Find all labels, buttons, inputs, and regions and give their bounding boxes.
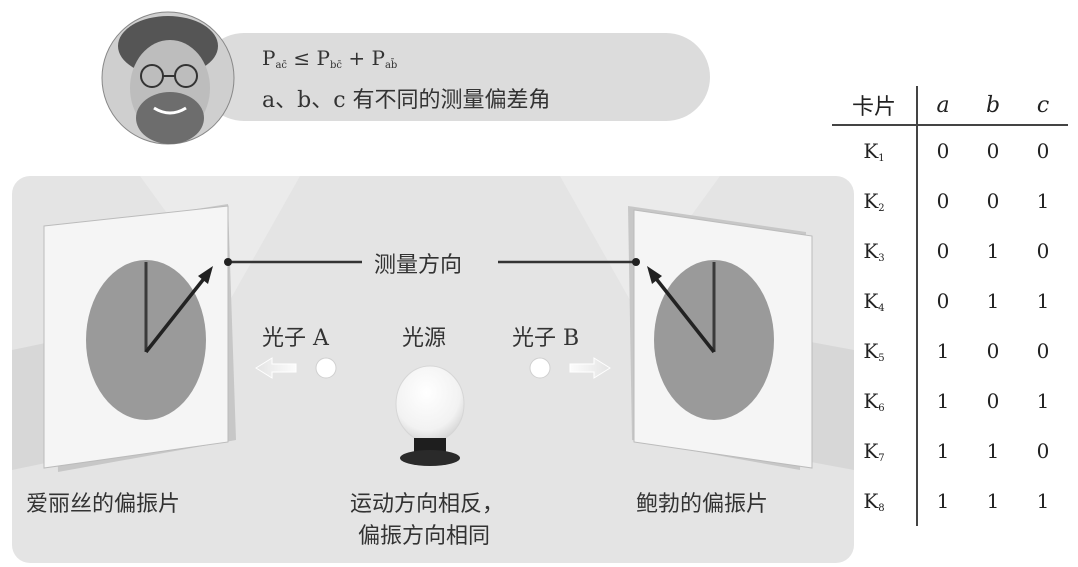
cell: 1 — [986, 489, 1000, 513]
cell: 0 — [936, 289, 950, 313]
card-name: K6 — [832, 376, 918, 426]
photon-a-label: 光子 A — [262, 326, 329, 351]
cell: 1 — [936, 339, 950, 363]
table-row: K6 1 0 1 — [832, 376, 1068, 426]
card-name: K2 — [832, 176, 918, 226]
bob-polarizer-label: 鲍勃的偏振片 — [636, 492, 769, 517]
card-name: K5 — [832, 326, 918, 376]
cell: 0 — [1036, 439, 1050, 463]
speech-bubble — [200, 33, 710, 121]
caption-line-1: 运动方向相反， — [350, 492, 505, 517]
cell: 1 — [1036, 289, 1050, 313]
measure-direction-line — [224, 258, 640, 266]
cell: 1 — [1036, 389, 1050, 413]
cell: 1 — [936, 489, 950, 513]
cell: 0 — [936, 239, 950, 263]
header-card: 卡片 — [832, 86, 918, 126]
cell: 0 — [986, 339, 1000, 363]
bubble-note: a、b、c 有不同的测量偏差角 — [262, 88, 551, 113]
card-name: K8 — [832, 476, 918, 526]
table-row: K2 0 0 1 — [832, 176, 1068, 226]
cell: 1 — [936, 389, 950, 413]
table-row: K5 1 0 0 — [832, 326, 1068, 376]
cell: 0 — [986, 389, 1000, 413]
alice-polarizer-label: 爱丽丝的偏振片 — [26, 492, 181, 517]
cell: 0 — [986, 139, 1000, 163]
portrait-avatar — [101, 11, 235, 145]
table-row: K4 0 1 1 — [832, 276, 1068, 326]
cell: 0 — [1036, 339, 1050, 363]
cell: 1 — [986, 239, 1000, 263]
card-name: K7 — [832, 426, 918, 476]
header-b: b — [968, 86, 1018, 126]
header-c: c — [1018, 86, 1068, 126]
cell: 1 — [1036, 189, 1050, 213]
bob-polarizer — [628, 206, 813, 470]
cell: 1 — [986, 289, 1000, 313]
card-name: K4 — [832, 276, 918, 326]
photon-b-label: 光子 B — [512, 326, 580, 351]
measure-direction-label: 测量方向 — [370, 247, 467, 279]
light-bulb-icon — [395, 365, 465, 466]
cell: 0 — [936, 139, 950, 163]
card-name: K3 — [832, 226, 918, 276]
table-row: K1 0 0 0 — [832, 125, 1068, 176]
card-table: 卡片 a b c K1 0 0 0 K2 0 0 1 K3 0 1 0 K4 0 1 1 K5 1 0 0 K… — [832, 86, 1068, 526]
card-name: K1 — [832, 125, 918, 176]
cell: 0 — [986, 189, 1000, 213]
table-row: K8 1 1 1 — [832, 476, 1068, 526]
photon-b-icon — [529, 357, 611, 379]
light-source-label: 光源 — [402, 326, 447, 351]
caption-line-2: 偏振方向相同 — [358, 524, 491, 549]
alice-polarizer — [43, 204, 236, 472]
header-a: a — [917, 86, 968, 126]
table-row: K3 0 1 0 — [832, 226, 1068, 276]
cell: 0 — [1036, 139, 1050, 163]
cell: 0 — [936, 189, 950, 213]
cell: 0 — [1036, 239, 1050, 263]
table-row: K7 1 1 0 — [832, 426, 1068, 476]
cell: 1 — [986, 439, 1000, 463]
cell: 1 — [1036, 489, 1050, 513]
table-header-row: 卡片 a b c — [832, 86, 1068, 126]
photon-a-icon — [255, 357, 337, 379]
cell: 1 — [936, 439, 950, 463]
bell-inequality-formula: Pac̄ ≤ Pbc̄ + Pab̄ — [262, 46, 398, 71]
